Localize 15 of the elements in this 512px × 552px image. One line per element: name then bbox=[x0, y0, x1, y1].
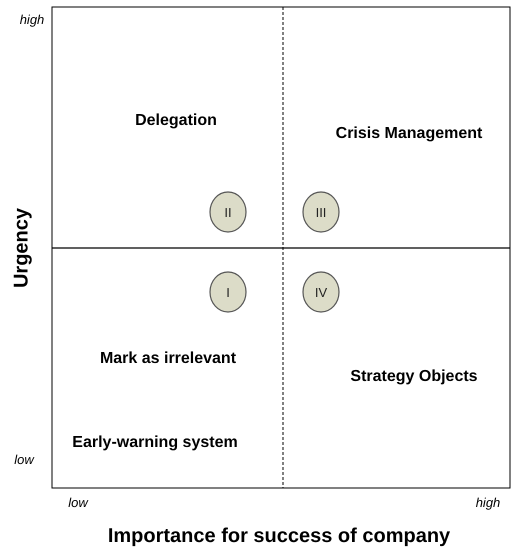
axis-title: Importance for success of company bbox=[106, 525, 452, 548]
axis-tick-label: high bbox=[474, 495, 502, 510]
quadrant-label: Mark as irrelevant bbox=[98, 348, 238, 368]
axis-tick-label: low bbox=[13, 452, 36, 467]
axis-tick-label: low bbox=[67, 495, 90, 510]
axis-tick-label: high bbox=[18, 12, 46, 27]
numbered-circle: III bbox=[302, 191, 340, 233]
numbered-circle: IV bbox=[302, 271, 340, 313]
quadrant-label: Early-warning system bbox=[71, 432, 239, 452]
quadrant-label: Delegation bbox=[134, 110, 218, 130]
numbered-circle: I bbox=[209, 271, 247, 313]
quadrant-label: Strategy Objects bbox=[349, 366, 479, 386]
numbered-circle: II bbox=[209, 191, 247, 233]
quadrant-label: Crisis Management bbox=[334, 124, 484, 144]
axis-title: Urgency bbox=[10, 208, 34, 288]
